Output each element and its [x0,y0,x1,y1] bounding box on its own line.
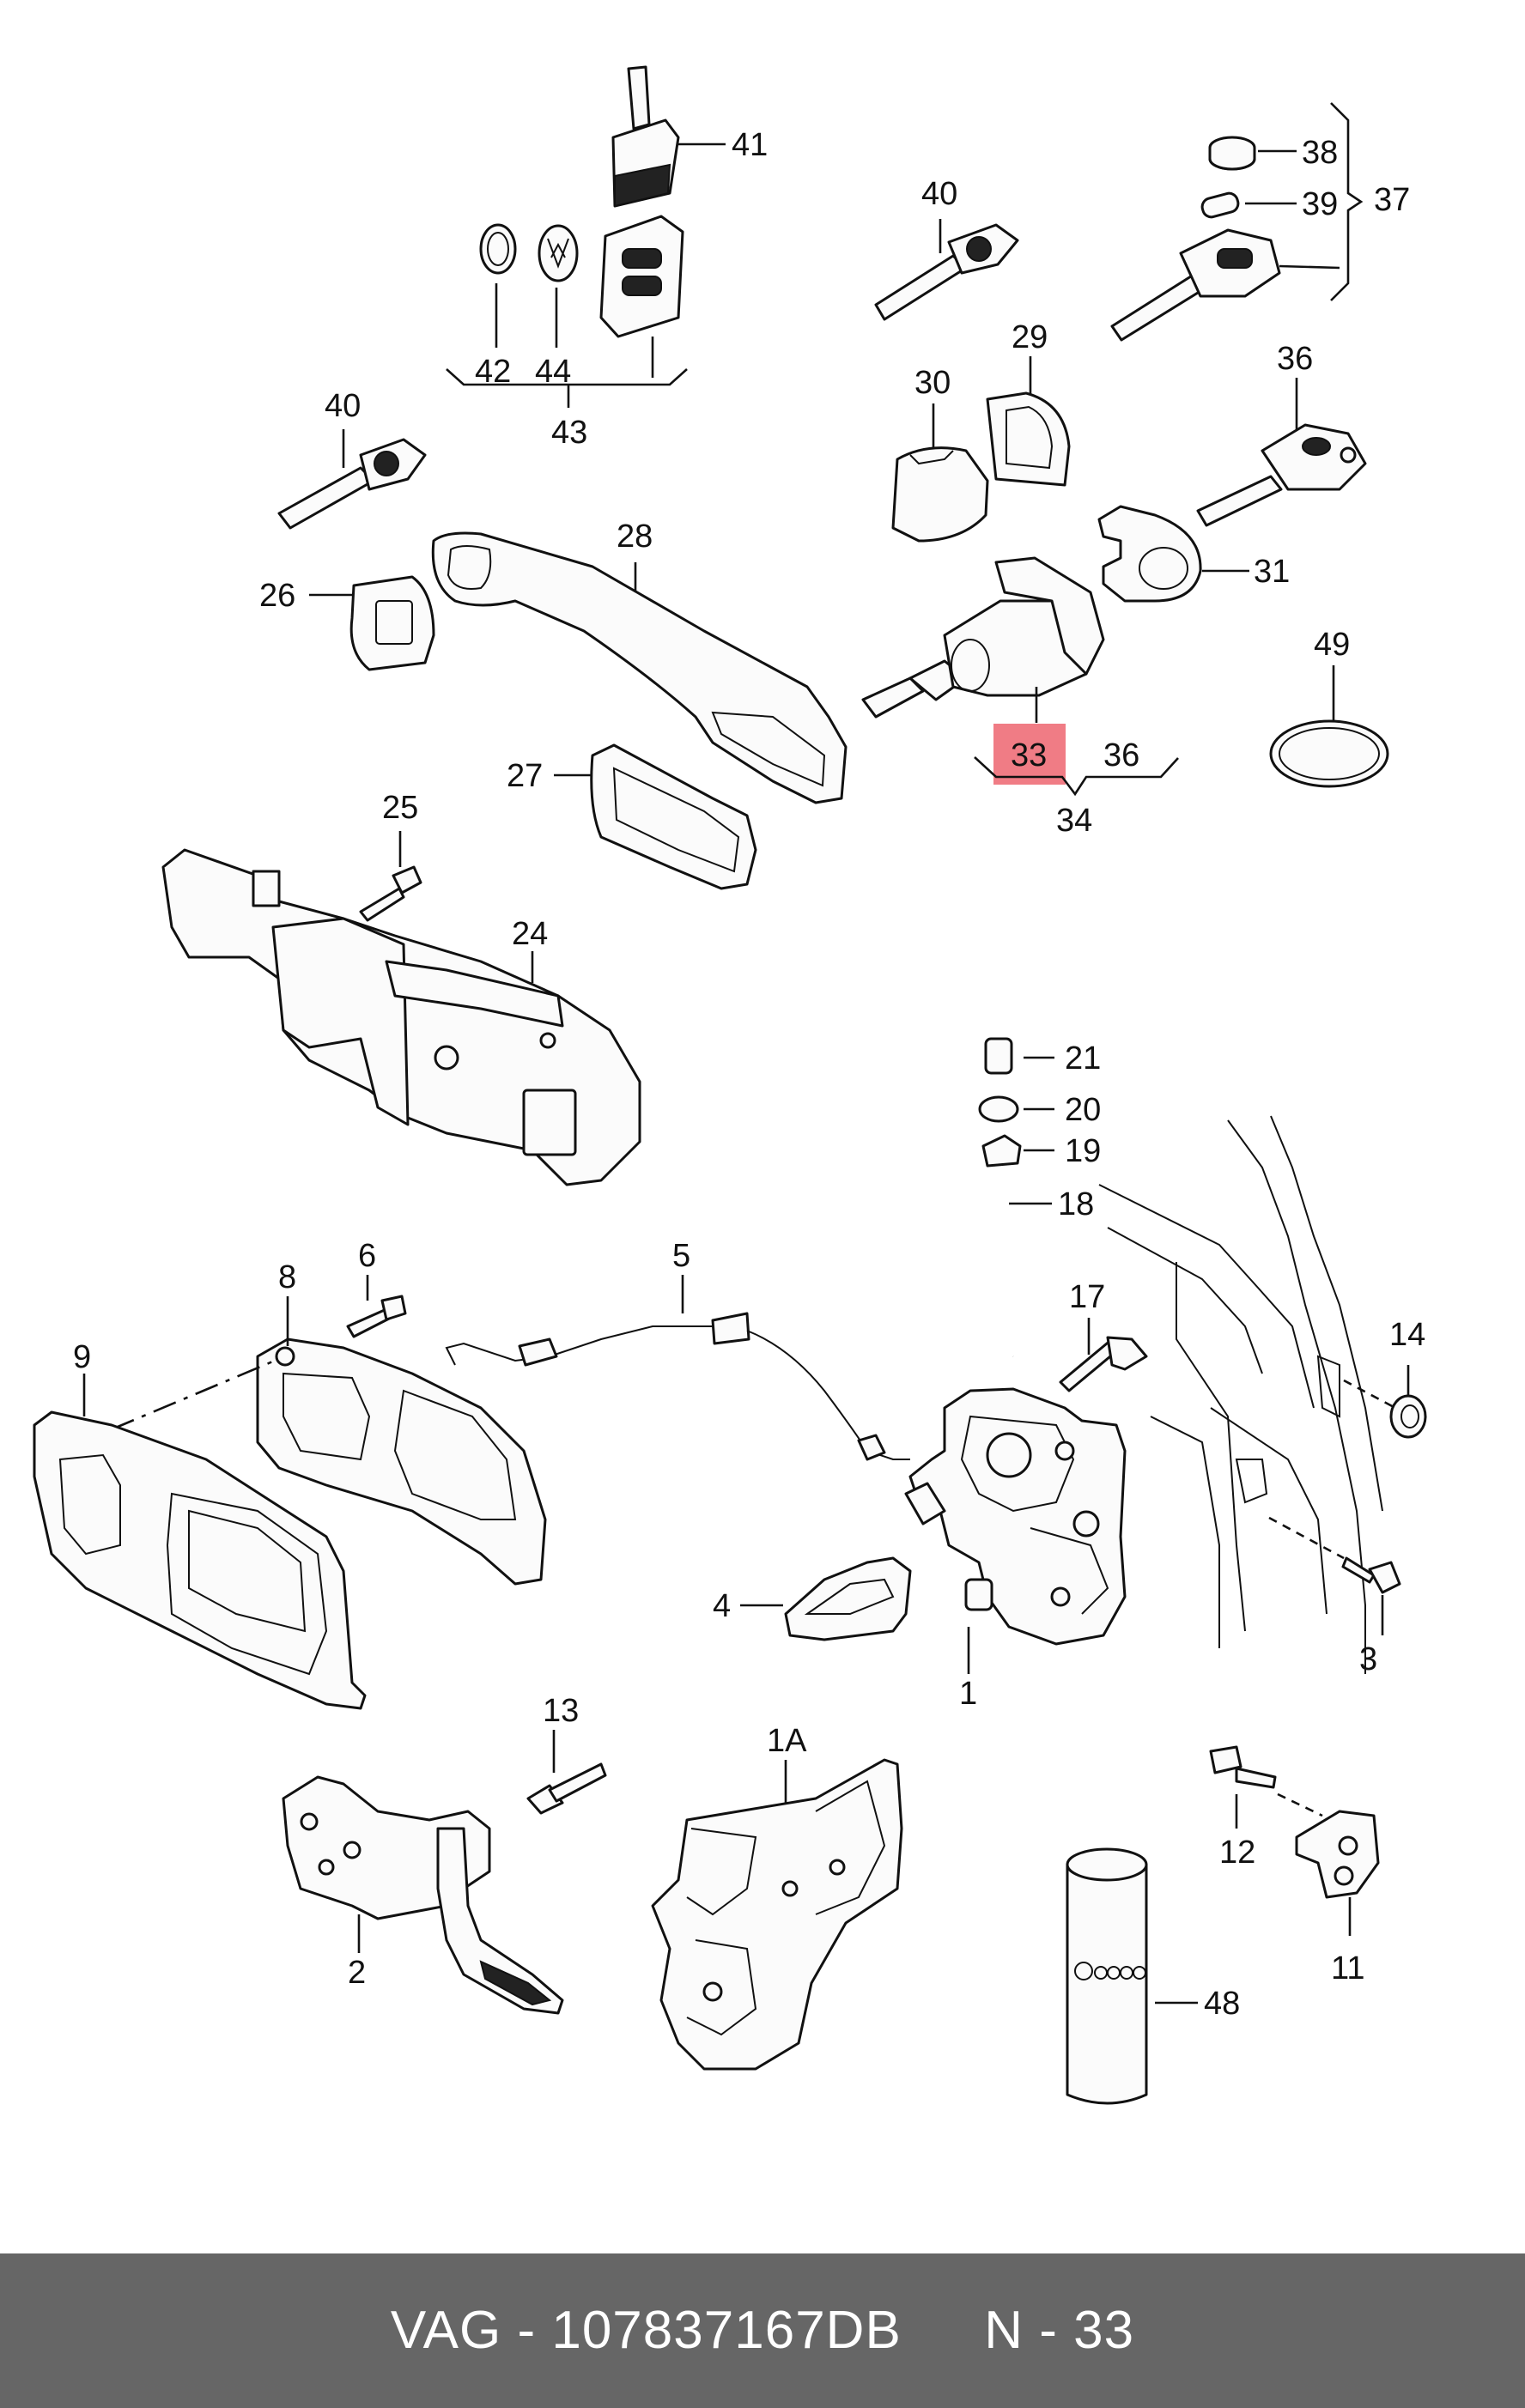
part-44-emblem [538,224,579,348]
callout-18: 18 [1058,1186,1094,1222]
callout-30: 30 [914,365,951,401]
callout-6: 6 [358,1238,376,1274]
callout-17: 17 [1069,1279,1105,1315]
bracket-34 [974,756,1179,797]
brand-label: VAG [390,2301,502,2360]
callout-36-bracket: 36 [1103,737,1139,773]
callout-31: 31 [1254,554,1290,590]
callout-12: 12 [1219,1835,1255,1871]
callout-34: 34 [1056,803,1092,839]
callout-48: 48 [1204,1986,1240,2022]
part-31-adaptor [1097,505,1249,603]
part-38-button-cell [1208,136,1297,171]
part-info-text: VAG - 107837167DB N - 33 [0,2253,1525,2408]
callout-39: 39 [1302,186,1338,222]
callout-43: 43 [551,415,587,451]
callout-29: 29 [1012,319,1048,355]
part-5-cable [445,1275,910,1461]
parts-diagram: 41 42 44 43 40 40 [33,65,1427,2105]
separator: - [517,2301,537,2360]
callout-13: 3 [1359,1641,1377,1677]
callout-5: 5 [672,1238,690,1274]
part-24-handle-carrier [161,848,641,1186]
bracket-43 [446,368,688,408]
callout-24: 24 [512,916,548,952]
position-label: N - 33 [984,2301,1135,2360]
callout-33: 33 [1011,737,1047,773]
part-26-gasket [309,575,435,671]
callout-28: 28 [617,519,653,555]
part-14-grommet [1343,1365,1427,1439]
callout-11: 11 [1331,1950,1364,1986]
callout-21: 21 [1065,1040,1101,1077]
part-1-door-lock [904,1387,1127,1674]
callout-44: 44 [535,354,571,390]
part-29-gasket [986,356,1071,487]
part-6-screw [346,1275,407,1338]
callout-20: 20 [1065,1092,1101,1128]
part-40-key-left [277,429,427,530]
callout-27: 27 [507,758,543,794]
part-41-key-fob [611,65,726,208]
highlight-33 [993,724,1066,785]
part-18-rod [956,1167,1052,1357]
callout-36-top: 36 [1277,341,1313,377]
part-33-lock-cylinder [861,556,1105,723]
part-49-o-ring [1269,665,1389,788]
callout-14: 14 [1389,1317,1425,1353]
part-37-key-master [1110,228,1340,342]
callout-25: 25 [382,790,418,826]
callout-1A: 1A [767,1723,807,1759]
part-1A-lock-housing [651,1758,903,2071]
part-3-rivet [526,1730,607,1815]
callout-40-right: 40 [921,176,957,212]
part-17-switch [1059,1318,1148,1392]
bracket-37 [1330,102,1364,301]
part-42-seal-ring [479,223,517,348]
part-info-bar: VAG - 107837167DB N - 33 [0,2253,1525,2408]
part-21-screw [984,1037,1054,1075]
part-19-grommet [981,1134,1054,1168]
part-30-cap [891,403,989,543]
part-13-bolt [1268,1516,1401,1635]
callout-49: 49 [1314,627,1350,663]
callout-2: 2 [348,1955,366,1991]
callout-37: 37 [1374,182,1410,218]
part-48-spray-can [1066,1847,1198,2105]
callout-8: 8 [278,1259,296,1295]
callout-3: 13 [543,1693,579,1729]
part-12-screw [1209,1745,1323,1829]
part-40-key-right [874,219,1019,321]
part-2-bracket [282,1775,564,2015]
callout-38: 38 [1302,135,1338,171]
part-4-insert [740,1556,912,1641]
part-9-interior-trim [33,1374,367,1710]
part-8-carrier [111,1296,547,1586]
callout-1: 1 [959,1676,977,1712]
part-28-door-handle [431,531,848,804]
part-20-washer [978,1095,1054,1123]
part-number: 107837167DB [551,2301,902,2360]
part-39-bulb [1200,191,1297,219]
callout-26: 26 [259,578,295,614]
part-36-key [1196,378,1367,527]
door-frame [1098,1115,1383,1674]
callout-9: 9 [73,1339,91,1375]
part-11-striker [1295,1810,1380,1936]
part-25-screw [359,831,422,922]
callout-19: 19 [1065,1133,1101,1169]
part-43-transmitter [599,215,684,378]
callout-4: 4 [713,1588,731,1624]
part-27-gasket [554,743,757,890]
callout-40-left: 40 [325,388,361,424]
callout-42: 42 [475,354,511,390]
callout-41: 41 [732,127,768,163]
